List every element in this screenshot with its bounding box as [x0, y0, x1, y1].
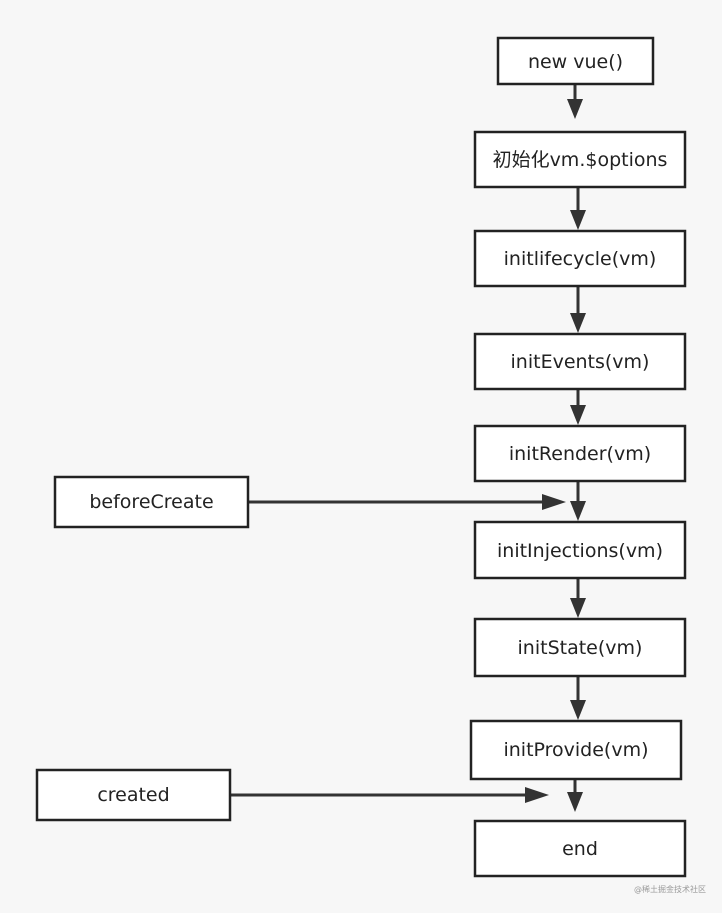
arrowhead-render [570, 405, 586, 425]
node-end-label: end [562, 838, 598, 860]
arrows [230, 84, 586, 812]
node-created: created [35, 768, 232, 822]
node-init-render: initRender(vm) [473, 424, 687, 483]
node-init-lifecycle-label: initlifecycle(vm) [504, 248, 657, 270]
node-init-provide: initProvide(vm) [469, 719, 683, 781]
node-end: end [473, 819, 687, 878]
arrowhead-events [570, 313, 586, 333]
node-new-vue-label: new vue() [528, 51, 623, 73]
arrowhead-end [567, 792, 583, 812]
arrowhead-lifecycle [570, 210, 586, 230]
node-before-create: beforeCreate [53, 475, 250, 529]
node-before-create-label: beforeCreate [89, 491, 213, 513]
arrowhead-options [567, 99, 583, 119]
arrowhead-state [570, 598, 586, 618]
node-init-lifecycle: initlifecycle(vm) [473, 229, 687, 288]
node-init-render-label: initRender(vm) [509, 443, 651, 465]
node-init-options-label: 初始化vm.$options [493, 149, 668, 171]
node-new-vue: new vue() [496, 36, 655, 86]
node-init-events-label: initEvents(vm) [511, 351, 650, 373]
node-init-events: initEvents(vm) [473, 332, 687, 391]
node-init-state: initState(vm) [473, 617, 687, 678]
node-init-options: 初始化vm.$options [473, 130, 687, 189]
node-init-provide-label: initProvide(vm) [503, 739, 648, 761]
node-init-injections-label: initInjections(vm) [497, 540, 663, 562]
node-created-label: created [97, 784, 169, 806]
arrowhead-provide [570, 700, 586, 720]
watermark: @稀土掘金技术社区 [634, 885, 706, 894]
node-init-state-label: initState(vm) [518, 637, 643, 659]
arrowhead-created [525, 787, 549, 803]
arrowhead-injections [570, 501, 586, 521]
node-init-injections: initInjections(vm) [473, 520, 687, 580]
arrowhead-before-create [542, 494, 566, 510]
